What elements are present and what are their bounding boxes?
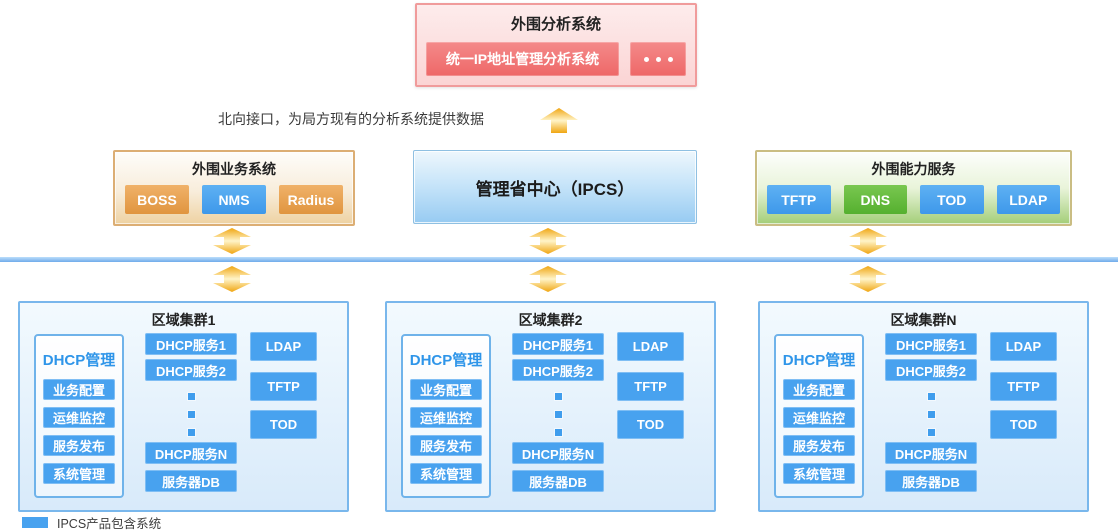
more-systems-node xyxy=(630,42,686,76)
service-config-node: 业务配置 xyxy=(783,379,855,400)
up-down-arrow-icon xyxy=(529,266,567,292)
tod-node: TOD xyxy=(250,410,317,439)
dhcp-service-2-node: DHCP服务2 xyxy=(885,359,977,381)
analysis-system-title: 外围分析系统 xyxy=(510,16,601,33)
up-down-arrow-icon xyxy=(213,228,251,254)
dhcp-service-1-node: DHCP服务1 xyxy=(145,333,237,355)
capability-services-panel: 外围能力服务 TFTP DNS TOD LDAP xyxy=(755,150,1072,226)
cluster-title: 区域集群1 xyxy=(151,312,216,328)
service-publish-node: 服务发布 xyxy=(410,435,482,456)
dhcp-service-2-node: DHCP服务2 xyxy=(145,359,237,381)
dhcp-service-n-node: DHCP服务N xyxy=(145,442,237,464)
analysis-system-panel: 外围分析系统 统一IP地址管理分析系统 xyxy=(415,3,697,87)
unified-ip-analysis-node: 统一IP地址管理分析系统 xyxy=(426,42,619,76)
up-down-arrow-icon xyxy=(849,266,887,292)
region-cluster-n: 区域集群N DHCP管理 业务配置 运维监控 服务发布 系统管理 DHCP服务1… xyxy=(758,301,1089,512)
dhcp-management-panel: DHCP管理 业务配置 运维监控 服务发布 系统管理 xyxy=(774,334,864,498)
dhcp-management-title: DHCP管理 xyxy=(782,352,856,369)
dhcp-service-1-node: DHCP服务1 xyxy=(885,333,977,355)
server-db-node: 服务器DB xyxy=(512,470,604,492)
tftp-node: TFTP xyxy=(617,372,684,401)
tftp-node: TFTP xyxy=(250,372,317,401)
dhcp-service-2-node: DHCP服务2 xyxy=(512,359,604,381)
region-cluster-2: 区域集群2 DHCP管理 业务配置 运维监控 服务发布 系统管理 DHCP服务1… xyxy=(385,301,716,512)
vertical-dots-icon xyxy=(186,393,196,436)
server-db-node: 服务器DB xyxy=(885,470,977,492)
region-cluster-1: 区域集群1 DHCP管理 业务配置 运维监控 服务发布 系统管理 DHCP服务1… xyxy=(18,301,349,512)
system-manage-node: 系统管理 xyxy=(783,463,855,484)
ldap-node: LDAP xyxy=(617,332,684,361)
north-interface-note: 北向接口，为局方现有的分析系统提供数据 xyxy=(218,111,484,127)
dhcp-service-n-node: DHCP服务N xyxy=(885,442,977,464)
service-publish-node: 服务发布 xyxy=(43,435,115,456)
server-db-node: 服务器DB xyxy=(145,470,237,492)
radius-node: Radius xyxy=(279,185,343,214)
tftp-node: TFTP xyxy=(767,185,831,214)
up-down-arrow-icon xyxy=(849,228,887,254)
dhcp-management-title: DHCP管理 xyxy=(42,352,116,369)
dhcp-service-n-node: DHCP服务N xyxy=(512,442,604,464)
dhcp-management-title: DHCP管理 xyxy=(409,352,483,369)
service-publish-node: 服务发布 xyxy=(783,435,855,456)
dhcp-management-panel: DHCP管理 业务配置 运维监控 服务发布 系统管理 xyxy=(401,334,491,498)
tftp-node: TFTP xyxy=(990,372,1057,401)
tod-node: TOD xyxy=(920,185,984,214)
legend-label: IPCS产品包含系统 xyxy=(57,517,162,531)
system-manage-node: 系统管理 xyxy=(410,463,482,484)
capability-services-title: 外围能力服务 xyxy=(871,161,956,177)
boss-node: BOSS xyxy=(125,185,189,214)
legend-swatch xyxy=(22,517,48,528)
cluster-title: 区域集群2 xyxy=(518,312,583,328)
dns-node: DNS xyxy=(843,185,907,214)
ops-monitor-node: 运维监控 xyxy=(783,407,855,428)
dhcp-management-panel: DHCP管理 业务配置 运维监控 服务发布 系统管理 xyxy=(34,334,124,498)
system-manage-node: 系统管理 xyxy=(43,463,115,484)
horizontal-dots-icon xyxy=(643,56,673,62)
ldap-node: LDAP xyxy=(250,332,317,361)
tod-node: TOD xyxy=(990,410,1057,439)
business-systems-title: 外围业务系统 xyxy=(192,161,276,177)
cluster-title: 区域集群N xyxy=(890,312,957,328)
vertical-dots-icon xyxy=(926,393,936,436)
tod-node: TOD xyxy=(617,410,684,439)
ops-monitor-node: 运维监控 xyxy=(43,407,115,428)
network-divider-line xyxy=(0,257,1118,262)
dhcp-service-1-node: DHCP服务1 xyxy=(512,333,604,355)
ops-monitor-node: 运维监控 xyxy=(410,407,482,428)
up-arrow-icon xyxy=(540,108,578,133)
service-config-node: 业务配置 xyxy=(43,379,115,400)
service-config-node: 业务配置 xyxy=(410,379,482,400)
vertical-dots-icon xyxy=(553,393,563,436)
up-down-arrow-icon xyxy=(529,228,567,254)
ldap-node: LDAP xyxy=(990,332,1057,361)
ldap-node: LDAP xyxy=(996,185,1060,214)
nms-node: NMS xyxy=(202,185,266,214)
business-systems-panel: 外围业务系统 BOSS NMS Radius xyxy=(113,150,355,226)
up-down-arrow-icon xyxy=(213,266,251,292)
province-center-panel: 管理省中心（IPCS） xyxy=(413,150,697,224)
